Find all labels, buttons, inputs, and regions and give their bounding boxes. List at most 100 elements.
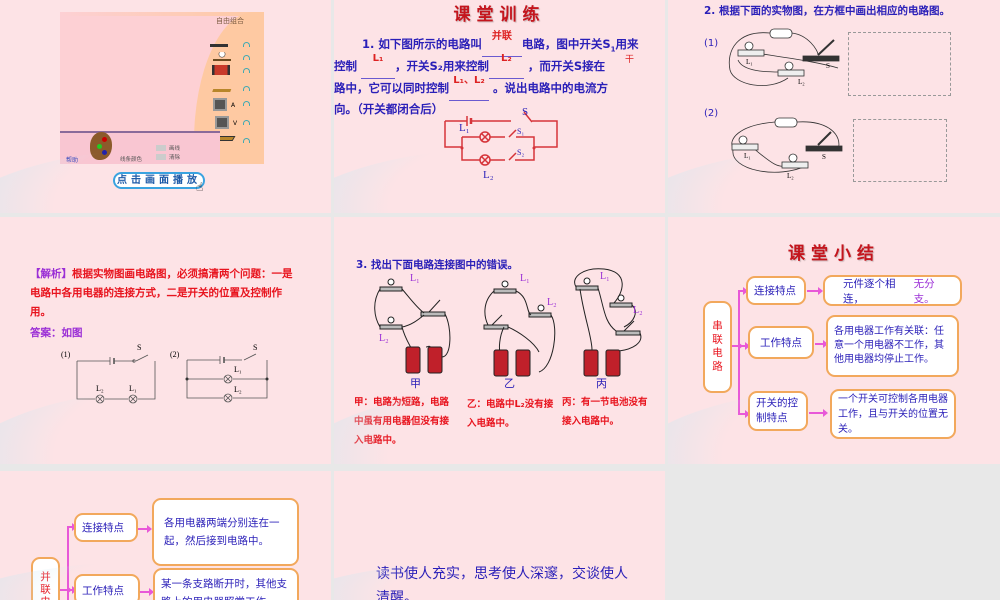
value-box-working: 各用电器工作有关联：任意一个用电器不工作，其他用电器均停止工作。 [826, 315, 959, 377]
connector-arrow [738, 287, 748, 295]
slide-7-summary-parallel: 并联电路 连接特点 各用电器两端分别连在一起，然后接到电路中。 工作特点 某一条… [0, 471, 331, 600]
S-label: S [826, 62, 830, 70]
switch-S-label: S [522, 106, 529, 118]
fig-jia-note: 甲：电路为短路，电路中虽有用电器但没有接入电路中。 [354, 397, 450, 446]
lamp-L2-label: L₂ [483, 169, 494, 181]
undo-icon[interactable] [243, 55, 250, 60]
battery-icon[interactable] [210, 40, 228, 47]
slide-8-quote: 读书使人充实，思考使人深邃，交谈使人清醒。 [334, 471, 665, 600]
knife-switch-icon[interactable] [212, 82, 234, 92]
bulb-holder-icon[interactable] [213, 52, 231, 61]
undo-icon[interactable] [243, 42, 250, 47]
L2-label: L₂ [787, 172, 794, 180]
undo-icon[interactable] [243, 138, 250, 143]
voltmeter-icon[interactable] [215, 116, 229, 129]
ammeter-label: A [231, 102, 236, 109]
L1-label: L₁ [746, 58, 753, 66]
analysis-tag: 【解析】 [30, 268, 72, 280]
L1-label: L₁ [744, 152, 751, 160]
clear-button[interactable] [156, 154, 166, 160]
slide-4-analysis: 【解析】根据实物图画电路图，必须搞清两个问题：一是电路中各用电器的连接方式，二是… [0, 217, 331, 464]
answer-box-1[interactable] [848, 32, 951, 96]
quote-text: 读书使人充实，思考使人深邃，交谈使人清醒。 [376, 566, 628, 600]
ammeter-icon[interactable] [213, 98, 227, 111]
undo-icon[interactable] [243, 86, 250, 91]
answer-blank-1: 并联 [481, 31, 522, 57]
value-box-switch: 一个开关可控制各用电器工作，且与开关的位置无关。 [830, 389, 956, 439]
palette-icon[interactable] [90, 132, 112, 160]
play-button[interactable]: 点击画面播放 [113, 172, 205, 189]
key-box-working: 工作特点 [74, 574, 140, 600]
answer-blank-2: L₁ [361, 53, 396, 79]
root-box: 串联电路 [703, 301, 732, 393]
answer-blank-5: L₁、L₂ [449, 75, 489, 101]
fig-bing-L1: L₁ [600, 271, 610, 282]
fig-bing-L2: L₂ [633, 305, 643, 316]
q1-text: 用来 [615, 37, 639, 51]
L2-label: L₂ [798, 78, 805, 86]
fig2-S: S [253, 343, 258, 352]
fig1-L2: L₂ [96, 384, 104, 393]
answer-label: 答案：如图 [30, 327, 83, 339]
fig2-L1: L₁ [234, 365, 242, 374]
connector-arrow [738, 342, 750, 350]
key-box-switch: 开关的控制特点 [748, 391, 808, 431]
value-box-connection: 元件逐个相连，无分支。 [823, 275, 962, 306]
connector-arrow [67, 586, 77, 594]
lamp-L1-label: L₁ [459, 122, 470, 134]
q1-text: 1. 如下图所示的电路叫 [362, 37, 482, 51]
draw-line-label: 画线 [169, 146, 181, 152]
fig-yi-note: 乙：电路中L₂没有接入电路中。 [467, 399, 554, 429]
question-3: 3. 找出下面电路连接图中的错误。 [356, 259, 518, 271]
slide-title: 课堂小结 [788, 244, 880, 264]
root-box: 并联电路 [31, 557, 60, 600]
sim-top-strip [60, 12, 264, 16]
slide-2-classroom-practice: 课堂训练 1. 如下图所示的电路叫并联 电路，图中开关S1用来 控制 L₁ ，开… [334, 0, 665, 213]
question-1-line-4: 向。（开关都闭合后） [334, 102, 444, 116]
key-arrow [138, 525, 152, 533]
key-box-connection: 连接特点 [746, 276, 806, 305]
value-box-connection: 各用电器两端分别连在一起，然后接到电路中。 [152, 498, 299, 566]
slide-1-simulation[interactable]: 自由组合 A V 帮助 线条颜色 画线 清除 点击画面播放 ☝ [0, 0, 331, 213]
value-box-working: 某一条支路断开时，其他支路上的用电器照常工作。 [153, 568, 299, 600]
connector [738, 290, 740, 415]
key-arrow [809, 409, 828, 417]
slide-5-find-errors: 3. 找出下面电路连接图中的错误。 L₁ L₂ L₁ L₂ L₁ L₂ 甲 乙 … [334, 217, 665, 464]
fig1-L1: L₁ [129, 384, 137, 393]
fig-jia-L1: L₁ [410, 273, 420, 284]
line-color-label: 线条颜色 [120, 157, 143, 163]
draw-line-button[interactable] [156, 145, 166, 151]
hand-cursor-icon: ☝ [196, 180, 204, 194]
answer-blank-4: 干 [625, 55, 635, 65]
wiring-pictures [374, 268, 642, 377]
connector [67, 526, 69, 600]
answer-box-2[interactable] [853, 119, 947, 182]
fig1-label: (1) [61, 350, 71, 359]
analysis-text: 根据实物图画电路图，必须搞清两个问题：一是电路中各用电器的连接方式，二是开关的位… [30, 268, 293, 318]
fig1-S: S [137, 343, 142, 352]
fig-yi-title: 乙 [504, 377, 515, 390]
parallel-circuit-diagram [444, 111, 558, 166]
fig-bing-title: 丙 [596, 377, 607, 390]
help-link[interactable]: 帮助 [66, 157, 79, 164]
circuit-simulator[interactable]: 自由组合 A V 帮助 线条颜色 画线 清除 [60, 12, 264, 164]
q1-text: 电路，图中开关S [521, 37, 611, 51]
key-arrow [815, 340, 828, 348]
key-arrow [140, 588, 154, 596]
fig-bing-note: 丙：有一节电池没有接入电路中。 [562, 397, 648, 427]
fig2-L2: L₂ [234, 385, 242, 394]
connector-arrow [67, 523, 77, 531]
palette-title: 自由组合 [216, 17, 244, 25]
undo-icon[interactable] [243, 120, 250, 125]
slide-6-summary-series: 课堂小结 串联电路 连接特点 元件逐个相连，无分支。 工作特点 各用电器工作有关… [668, 217, 1000, 464]
rheostat-icon[interactable] [212, 65, 230, 75]
slide-title: 课堂训练 [453, 5, 546, 25]
undo-icon[interactable] [243, 68, 250, 73]
question-2: 2. 根据下面的实物图，在方框中画出相应的电路图。 [704, 5, 950, 17]
fig-jia-L2: L₂ [379, 333, 389, 344]
undo-icon[interactable] [243, 101, 250, 106]
clear-label: 清除 [169, 155, 181, 161]
connector-arrow [738, 410, 750, 418]
